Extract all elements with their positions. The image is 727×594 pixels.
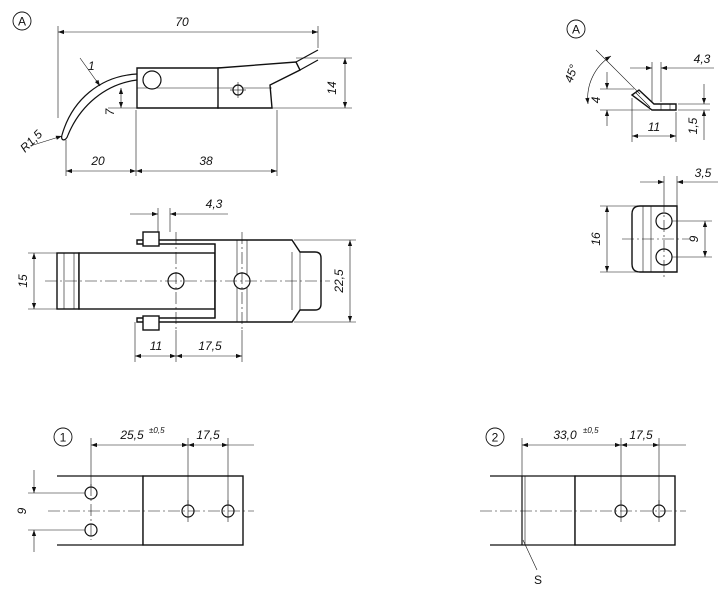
dim-pattern-1-hole-spacing: 9	[15, 470, 85, 552]
latch-top-outline	[45, 231, 330, 331]
dim-length-11: 11	[631, 98, 677, 142]
latch-side-outline	[61, 49, 319, 141]
dim-pattern-1-distance-label: 25,5	[119, 428, 144, 442]
dim-width-15: 15	[16, 252, 57, 310]
dim-top-hole-4-3: 4,3	[130, 197, 228, 232]
dim-keeper-9-label: 9	[687, 235, 701, 242]
pattern-2-plates	[480, 475, 686, 571]
dim-pattern-2-top: 33,0 ±0,5 17,5	[521, 426, 686, 504]
top-view: 4,3 15 22,5 11 17,5	[16, 197, 356, 362]
dim-hook-7-label: 7	[103, 107, 117, 115]
dim-width-15-label: 15	[16, 274, 30, 288]
dim-pattern-2-tolerance-label: ±0,5	[583, 426, 599, 435]
dim-length-70-label: 70	[175, 15, 189, 29]
dim-small-1-label: 1	[88, 59, 95, 73]
dim-keeper-3-5-label: 3,5	[695, 166, 712, 180]
dim-length-70: 70	[57, 15, 319, 118]
dim-pattern-1-tolerance-label: ±0,5	[149, 426, 165, 435]
dim-pattern-1-9-label: 9	[15, 507, 29, 514]
side-view: A 70 14	[12, 11, 352, 176]
dim-base-38-label: 38	[199, 154, 213, 168]
dim-pattern-2-spacing-label: 17,5	[629, 428, 653, 442]
dim-top-hole-4-3-label: 4,3	[206, 197, 223, 211]
dim-height-14: 14	[272, 57, 352, 109]
dim-angle-45: 45°	[562, 49, 641, 105]
pattern-marker-2: 2	[485, 427, 505, 447]
pattern-1-plates	[48, 475, 254, 546]
dim-top-offsets: 11 17,5	[134, 322, 243, 362]
view-marker-a: A	[12, 11, 32, 31]
dim-radius-label: R1,5	[17, 127, 45, 155]
dim-keeper-16: 16	[589, 205, 640, 273]
dim-base-lengths: 20 38	[65, 110, 278, 176]
keeper-outline	[622, 200, 690, 278]
dim-height-14-label: 14	[325, 81, 339, 95]
mounting-pattern-1: 1 25,5 ±0,5 17,5	[15, 426, 254, 552]
dim-pattern-2-distance-label: 33,0	[553, 428, 577, 442]
dim-thickness-1-5: 1,5	[678, 84, 710, 140]
pattern-marker-2-label: 2	[492, 431, 499, 445]
pattern-marker-1: 1	[53, 427, 73, 447]
dim-top-spacing-17-5-label: 17,5	[198, 339, 222, 353]
dim-radius: R1,5	[17, 127, 63, 155]
dim-length-11-label: 11	[648, 120, 660, 134]
keeper-view: 3,5 16 9	[589, 166, 718, 278]
pattern-marker-1-label: 1	[60, 431, 67, 445]
dim-thickness-1-5-label: 1,5	[686, 117, 700, 134]
detail-a-outline	[630, 89, 677, 111]
dim-angle-45-label: 45°	[562, 63, 581, 85]
dim-hook-7: 7	[103, 88, 137, 115]
dim-pattern-1-top: 25,5 ±0,5 17,5	[90, 426, 254, 504]
dim-keeper-3-5: 3,5	[640, 166, 718, 206]
dim-small-1: 1	[79, 57, 101, 87]
dim-pattern-1-spacing-label: 17,5	[196, 428, 220, 442]
dim-height-4: 4	[589, 72, 650, 126]
dim-top-offset-11-label: 11	[150, 339, 162, 353]
dim-keeper-9: 9	[672, 220, 712, 258]
mounting-pattern-2: 2 33,0 ±0,5 17,5 S	[480, 426, 686, 587]
dim-overall-22-5-label: 22,5	[332, 269, 346, 294]
detail-a-view: A 45° 4,3 4	[562, 19, 714, 142]
detail-marker-a: A	[566, 19, 586, 39]
pattern-2-s-label: S	[534, 573, 542, 587]
dim-hook-20-label: 20	[90, 154, 105, 168]
dim-hole-4-3: 4,3	[630, 52, 714, 102]
dim-hole-4-3-label: 4,3	[694, 52, 711, 66]
dim-keeper-16-label: 16	[589, 232, 603, 246]
detail-marker-a-label: A	[572, 23, 580, 37]
view-marker-a-label: A	[18, 15, 26, 29]
dim-height-4-label: 4	[589, 96, 603, 103]
dim-overall-22-5: 22,5	[294, 239, 356, 323]
